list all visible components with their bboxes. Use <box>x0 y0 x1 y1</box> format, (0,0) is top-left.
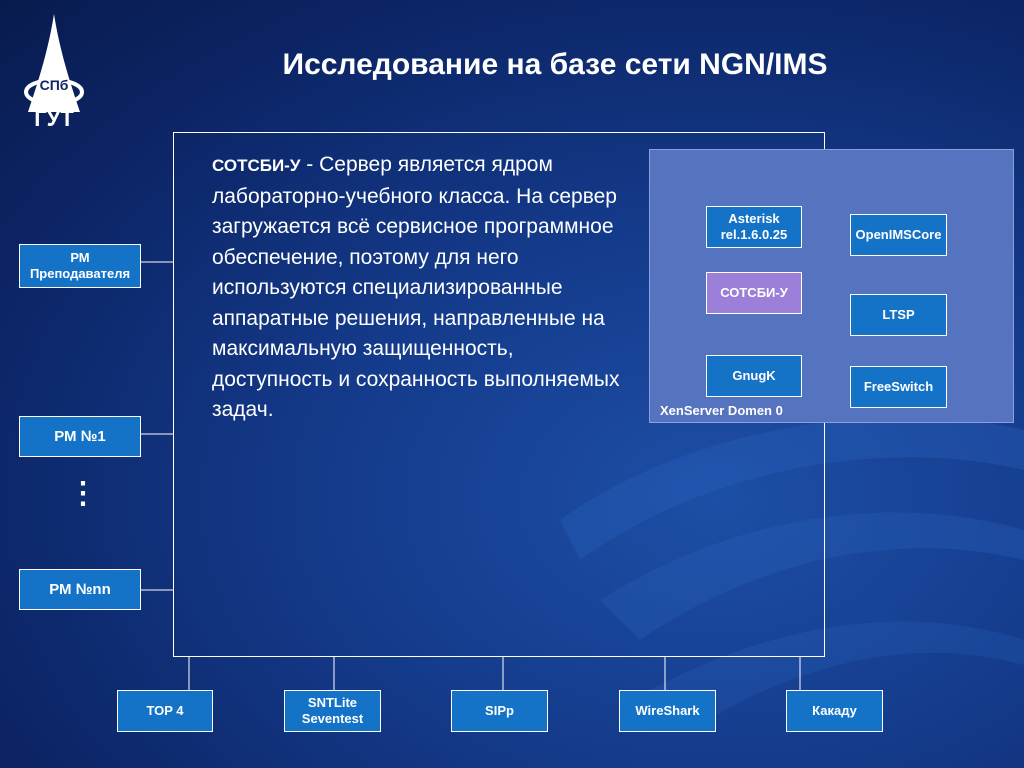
xenserver-panel <box>649 149 1014 423</box>
workstation-nn: РМ №nn <box>19 569 141 610</box>
workstation-1-label: РМ №1 <box>54 427 106 445</box>
ltsp-label: LTSP <box>882 307 915 322</box>
ellipsis-icon: ⋮ <box>68 477 98 510</box>
workstation-1: РМ №1 <box>19 416 141 457</box>
freeswitch-box: FreeSwitch <box>850 366 947 408</box>
spbgut-logo: СПб ГУТ <box>14 12 94 137</box>
gnugk-label: GnugK <box>732 368 776 383</box>
asterisk-label: Asterisk <box>728 211 780 226</box>
openimscore-box: OpenIMSCore <box>850 214 947 256</box>
description-body: Сервер является ядром лабораторно-учебно… <box>212 153 620 421</box>
openimscore-label: OpenIMSCore <box>855 227 942 242</box>
svg-text:ГУТ: ГУТ <box>34 106 74 131</box>
workstation-teacher-line1: РМ <box>70 250 90 265</box>
server-description: СОТСБИ-У - Сервер является ядром лаборат… <box>212 150 632 426</box>
description-dash: - <box>300 153 320 176</box>
sotsbi-box: СОТСБИ-У <box>706 272 802 314</box>
bottom-box-sipp-label: SIPp <box>485 703 514 718</box>
page-title: Исследование на базе сети NGN/IMS <box>282 48 828 81</box>
workstation-teacher-line2: Преподавателя <box>29 266 131 281</box>
bottom-box-top4: TOP 4 <box>117 690 213 732</box>
bottom-box-sntlite-line2: Seventest <box>301 711 364 726</box>
bottom-box-sipp: SIPp <box>451 690 548 732</box>
asterisk-version: rel.1.6.0.25 <box>720 227 788 242</box>
description-lead: СОТСБИ-У <box>212 156 301 175</box>
bottom-box-top4-label: TOP 4 <box>146 703 184 718</box>
freeswitch-label: FreeSwitch <box>863 379 934 394</box>
bottom-box-sntlite-line1: SNTLite <box>307 695 358 710</box>
xenserver-label: XenServer Domen 0 <box>660 403 783 418</box>
bottom-box-kakadu-label: Какаду <box>812 703 857 718</box>
sotsbi-label: СОТСБИ-У <box>720 285 788 300</box>
bottom-box-wireshark: WireShark <box>619 690 716 732</box>
gnugk-box: GnugK <box>706 355 802 397</box>
ltsp-box: LTSP <box>850 294 947 336</box>
bottom-box-wireshark-label: WireShark <box>635 703 700 718</box>
bottom-box-kakadu: Какаду <box>786 690 883 732</box>
workstation-nn-label: РМ №nn <box>49 580 111 598</box>
svg-text:СПб: СПб <box>40 77 69 93</box>
